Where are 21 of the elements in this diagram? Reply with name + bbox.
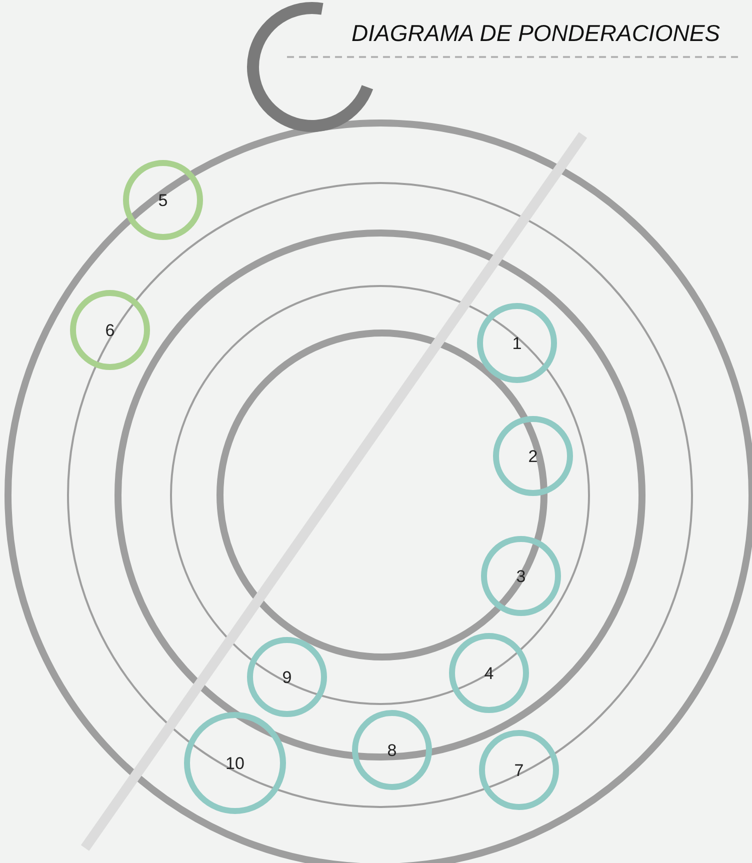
marker-number: 1 [512,334,522,352]
ring-marker [481,536,561,616]
ring-marker [493,416,573,496]
marker-number: 2 [528,448,538,464]
ring-marker [477,303,557,383]
diagram-title: DIAGRAMA DE PONDERACIONES [352,20,720,47]
ring-marker [184,712,286,814]
ring-marker [479,730,559,810]
ring-marker [247,637,327,717]
marker-number: 9 [282,668,292,686]
marker-number: 6 [105,322,115,338]
ring-marker [449,633,529,713]
ring-marker [70,290,150,370]
marker-number: 4 [484,664,494,682]
marker-number: 10 [226,754,244,772]
marker-number: 8 [387,742,397,758]
marker-number: 3 [516,568,526,584]
marker-number: 5 [158,192,168,208]
ring-marker [352,710,432,790]
marker-number: 7 [514,762,524,778]
ring-marker [123,160,203,240]
